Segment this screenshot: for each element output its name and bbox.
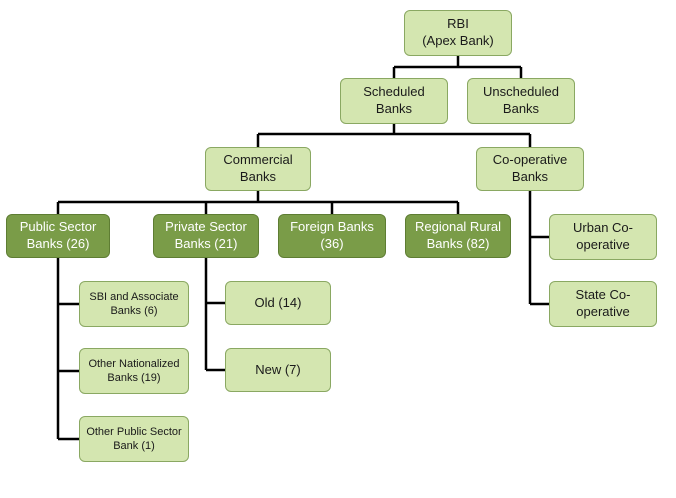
node-new-private-banks: New (7) — [225, 348, 331, 392]
node-public-sector-banks: Public Sector Banks (26) — [6, 214, 110, 258]
node-regional-rural-banks: Regional Rural Banks (82) — [405, 214, 511, 258]
node-commercial-banks: Commercial Banks — [205, 147, 311, 191]
node-rbi: RBI (Apex Bank) — [404, 10, 512, 56]
node-sbi-associate-banks: SBI and Associate Banks (6) — [79, 281, 189, 327]
node-unscheduled-banks: Unscheduled Banks — [467, 78, 575, 124]
node-cooperative-banks: Co-operative Banks — [476, 147, 584, 191]
node-foreign-banks: Foreign Banks (36) — [278, 214, 386, 258]
node-state-cooperative: State Co- operative — [549, 281, 657, 327]
node-other-nationalized-banks: Other Nationalized Banks (19) — [79, 348, 189, 394]
node-old-private-banks: Old (14) — [225, 281, 331, 325]
node-urban-cooperative: Urban Co- operative — [549, 214, 657, 260]
node-private-sector-banks: Private Sector Banks (21) — [153, 214, 259, 258]
node-scheduled-banks: Scheduled Banks — [340, 78, 448, 124]
node-other-public-sector-bank: Other Public Sector Bank (1) — [79, 416, 189, 462]
